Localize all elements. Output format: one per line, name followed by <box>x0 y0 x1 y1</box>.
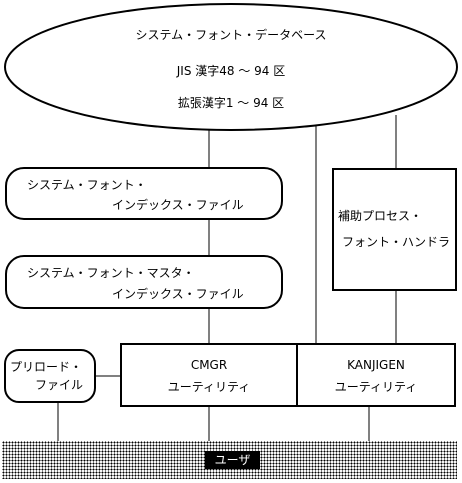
font-database-ellipse <box>4 3 458 131</box>
database-extended-range: 拡張漢字1 ～ 94 区 <box>177 96 285 110</box>
helper-label-line2: フォント・ハンドラ <box>342 235 451 249</box>
preload-file-box <box>4 349 96 403</box>
helper-label-line1: 補助プロセス・ <box>338 209 423 223</box>
cmgr-utility-box <box>120 343 298 407</box>
master-index-label-line1: システム・フォント・マスタ・ <box>27 266 195 280</box>
sys-index-label-line1: システム・フォント・ <box>27 178 147 192</box>
database-title: システム・フォント・データベース <box>135 28 327 42</box>
master-index-label-line2: インデックス・ファイル <box>112 287 244 301</box>
kanjigen-name: KANJIGEN <box>347 358 405 372</box>
cmgr-sub: ユーティリティ <box>167 380 251 394</box>
helper-process-box <box>332 168 457 291</box>
kanjigen-sub: ユーティリティ <box>334 380 418 394</box>
system-font-index-file-box <box>5 167 283 220</box>
system-font-master-index-file-box <box>5 255 283 309</box>
kanjigen-utility-box <box>296 343 456 407</box>
sys-index-label-line2: インデックス・ファイル <box>112 198 244 212</box>
user-label: ユーザ <box>205 451 260 469</box>
database-jis-range: JIS 漢字48 ～ 94 区 <box>176 64 286 78</box>
preload-label-line1: プリロード・ <box>10 360 83 374</box>
preload-label-line2: ファイル <box>35 378 84 392</box>
cmgr-name: CMGR <box>190 358 228 372</box>
